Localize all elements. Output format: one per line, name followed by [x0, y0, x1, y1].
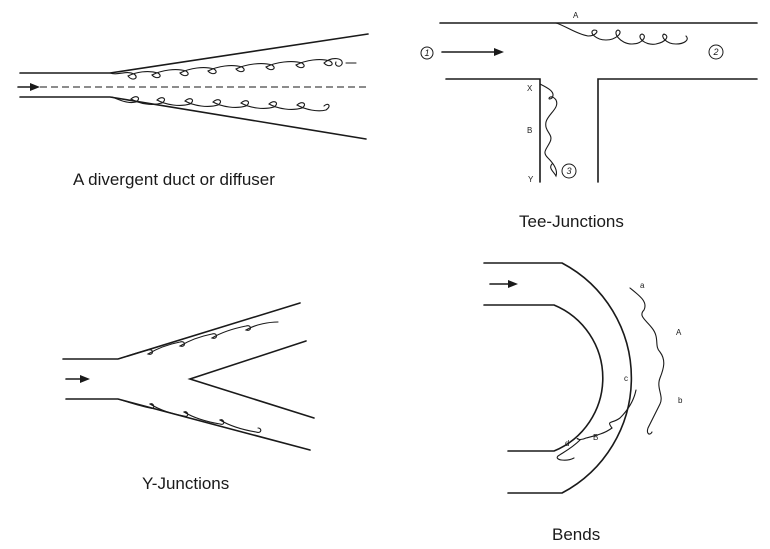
bend-inner-eddies: [556, 389, 637, 461]
bend-inlet-arrow-head: [508, 280, 518, 288]
bend-label-b-lower: B: [593, 433, 598, 442]
tee-junction-caption: Tee-Junctions: [519, 212, 624, 231]
tee-circle-2: 2: [708, 44, 724, 60]
bend-label-a-big: A: [676, 328, 682, 337]
tee-left-branch-wall: [445, 78, 541, 183]
bends-caption: Bends: [552, 525, 601, 544]
diffuser-upper-wall: [19, 33, 369, 74]
y-lower-outer-wall: [65, 398, 311, 451]
tee-label-x: X: [527, 84, 533, 93]
bend-outer-wall: [483, 262, 633, 494]
bend-label-b-small: b: [678, 396, 683, 405]
tee-circle-3: 3: [561, 163, 577, 179]
svg-text:2: 2: [712, 47, 718, 57]
y-upper-outer-wall: [62, 302, 301, 360]
bend-inner-wall: [483, 304, 604, 452]
diffuser-lower-eddies: [111, 96, 330, 112]
y-inlet-arrow-head: [80, 375, 90, 383]
tee-junction-diagram: A X B Y 1 2 3: [420, 11, 758, 184]
y-upper-eddies: [117, 321, 279, 360]
diffuser-lower-wall: [19, 96, 367, 140]
tee-label-y: Y: [528, 175, 534, 184]
tee-branch-eddies: [539, 83, 558, 178]
tee-top-eddies: [555, 22, 688, 45]
bend-label-a-small: a: [640, 281, 645, 290]
tee-label-b: B: [527, 126, 532, 135]
diffuser-inlet-arrow-head: [30, 83, 40, 91]
y-inner-wedge: [187, 340, 315, 419]
tee-right-branch-wall: [597, 78, 758, 183]
bend-diagram: a A b c d B: [483, 262, 683, 494]
diffuser-upper-eddies: [109, 58, 343, 80]
bend-outer-eddies: [629, 287, 665, 435]
tee-circle-1: 1: [420, 46, 434, 60]
tee-label-a: A: [573, 11, 579, 20]
bend-label-c-small: c: [624, 374, 628, 383]
y-junction-caption: Y-Junctions: [142, 474, 230, 493]
bend-label-d-small: d: [565, 439, 569, 448]
tee-inlet-arrow-head: [494, 48, 504, 56]
svg-text:1: 1: [424, 48, 429, 58]
y-junction-diagram: [62, 302, 315, 451]
diffuser-caption: A divergent duct or diffuser: [73, 170, 275, 189]
svg-text:3: 3: [566, 166, 571, 176]
diffuser-diagram: [17, 33, 369, 140]
y-lower-eddies: [117, 398, 262, 433]
